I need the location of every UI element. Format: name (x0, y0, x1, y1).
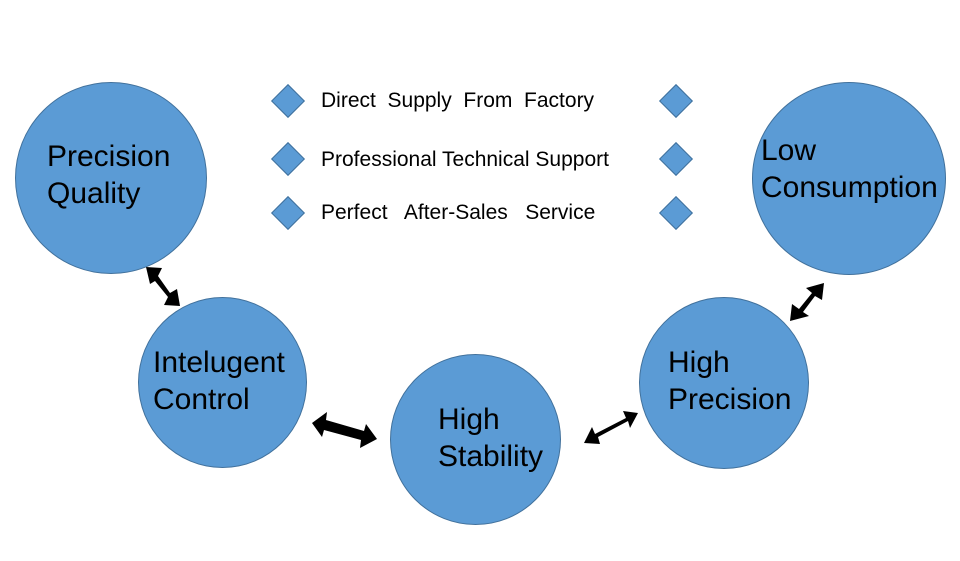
node-low-consumption-line1: Low (761, 134, 817, 167)
node-intelligent-control (138, 297, 307, 468)
node-low-consumption (752, 82, 946, 275)
double-arrow-icon (584, 411, 638, 444)
double-arrow-icon (312, 412, 377, 448)
node-high-stability (390, 354, 561, 525)
node-high-precision-line1: High (668, 346, 730, 379)
node-high-precision-label: High Precision (668, 345, 791, 418)
node-precision-quality-label: Precision Quality (47, 139, 170, 212)
node-high-precision-line2: Precision (668, 382, 792, 416)
node-low-consumption-line2: Consumption (761, 170, 938, 204)
node-high-stability-line1: High (438, 403, 500, 436)
node-intelligent-control-line2: Control (153, 382, 250, 416)
node-precision-quality (15, 82, 207, 274)
node-intelligent-control-line1: Intelugent (153, 346, 285, 379)
feature-direct-supply: Direct Supply From Factory (321, 89, 595, 112)
node-high-stability-label: High Stability (438, 402, 543, 475)
node-low-consumption-label: Low Consumption (761, 133, 938, 206)
feature-technical-support: Professional Technical Support (321, 148, 609, 171)
double-arrow-icon (790, 283, 824, 321)
double-arrow-icon (146, 267, 180, 306)
node-precision-quality-line1: Precision (47, 140, 171, 173)
node-high-stability-line2: Stability (438, 439, 544, 473)
node-intelligent-control-label: Intelugent Control (153, 345, 285, 418)
feature-after-sales: Perfect After-Sales Service (321, 201, 596, 224)
node-high-precision (639, 297, 809, 469)
node-precision-quality-line2: Quality (47, 176, 141, 210)
